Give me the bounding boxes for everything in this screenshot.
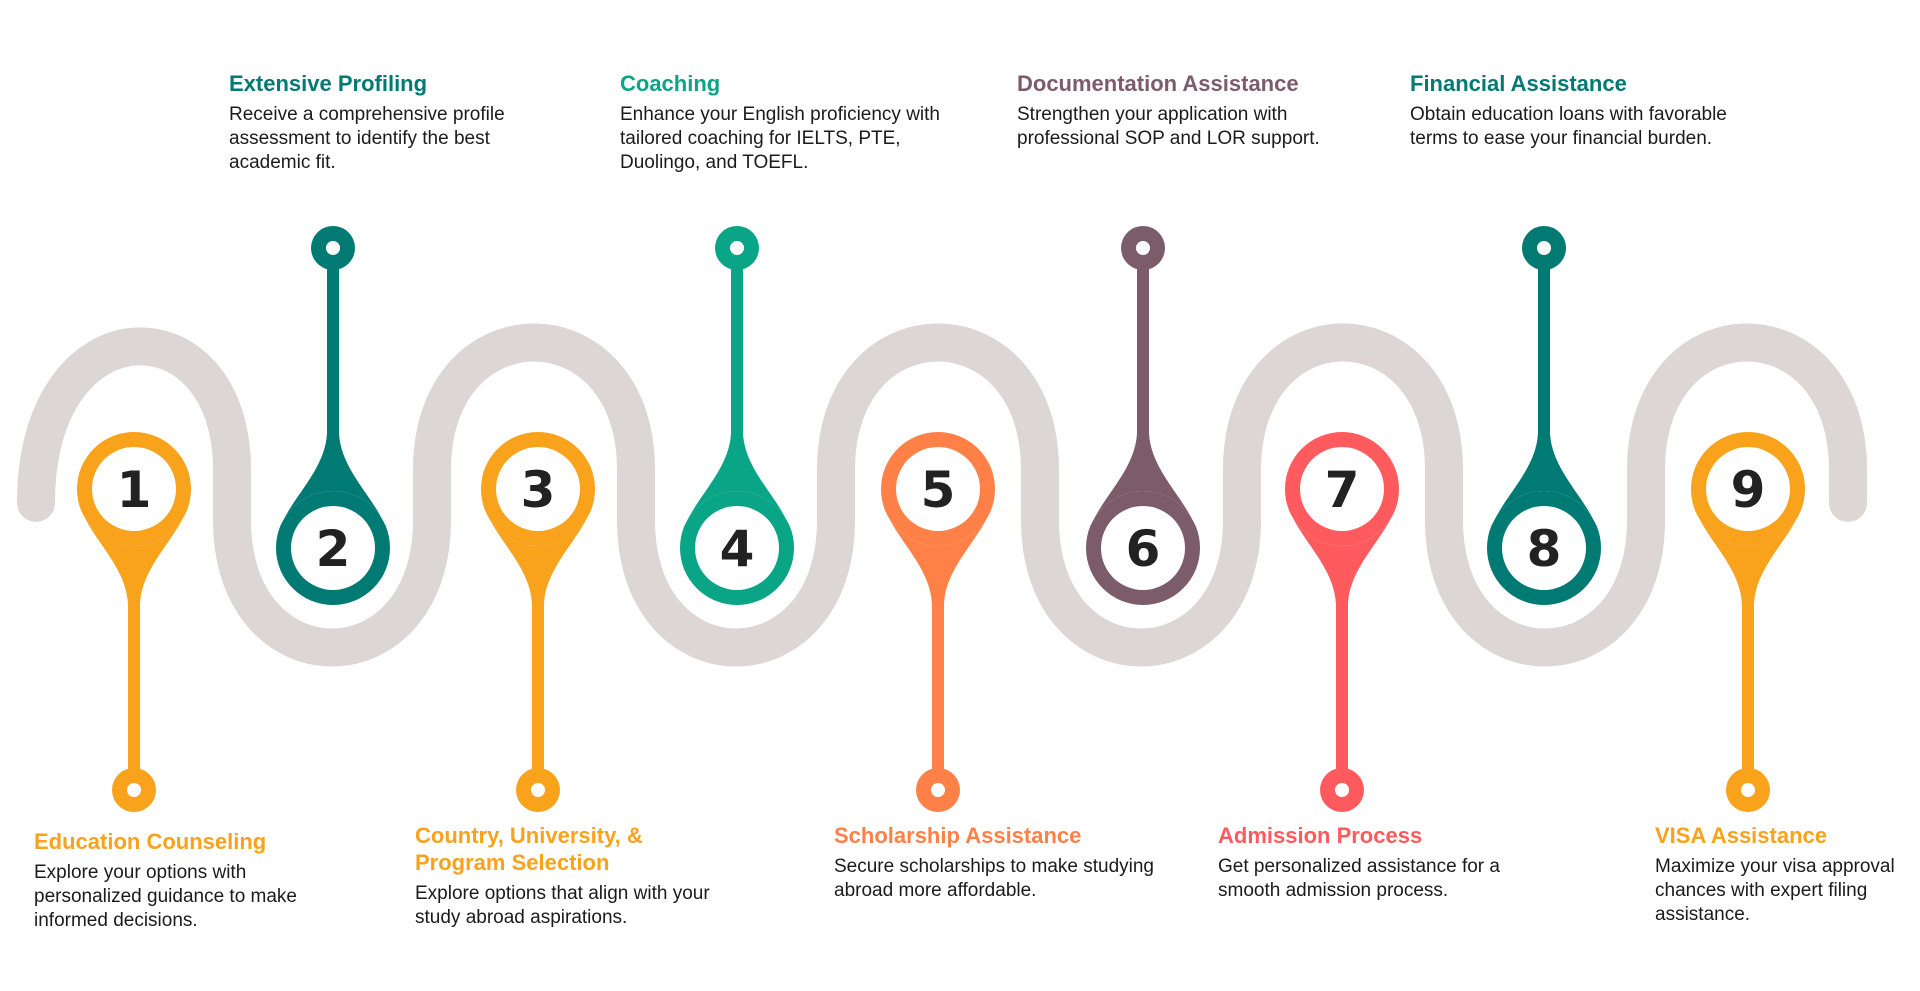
pin-bulb-dot bbox=[531, 783, 545, 797]
pin-body bbox=[276, 268, 390, 548]
pin-body bbox=[77, 489, 191, 770]
step-number: 3 bbox=[521, 461, 556, 519]
pin-body bbox=[1487, 268, 1601, 548]
wavy-track bbox=[17, 323, 1867, 667]
step-number: 7 bbox=[1325, 461, 1360, 519]
step-title: Scholarship Assistance bbox=[834, 823, 1082, 848]
step-number: 1 bbox=[117, 461, 152, 519]
step-number: 6 bbox=[1126, 520, 1161, 578]
step-number: 2 bbox=[316, 520, 351, 578]
step-description: Get personalized assistance for a smooth… bbox=[1218, 856, 1500, 901]
pin-disc bbox=[1706, 447, 1790, 531]
pin-step-1: 1 bbox=[77, 432, 191, 812]
step-title: VISA Assistance bbox=[1655, 823, 1828, 848]
step-description: Explore your options with personalized g… bbox=[34, 862, 298, 931]
pin-body bbox=[881, 489, 995, 770]
step-title: Coaching bbox=[620, 71, 721, 96]
step-title: Financial Assistance bbox=[1410, 71, 1627, 96]
step-description: Maximize your visa approval chances with… bbox=[1655, 856, 1895, 925]
step-number: 5 bbox=[921, 461, 956, 519]
pin-disc bbox=[1101, 506, 1185, 590]
step-description: Obtain education loans with favorable te… bbox=[1410, 104, 1727, 149]
pin-disc bbox=[695, 506, 779, 590]
pin-step-8: 8 bbox=[1487, 226, 1601, 605]
pin-step-3: 3 bbox=[481, 432, 595, 812]
pin-bulb-dot bbox=[1741, 783, 1755, 797]
pin-bulb-dot bbox=[326, 241, 340, 255]
pin-step-5: 5 bbox=[881, 432, 995, 812]
pin-bulb-dot bbox=[931, 783, 945, 797]
step-description: Explore options that align with your stu… bbox=[415, 883, 710, 928]
step-number: 9 bbox=[1731, 461, 1766, 519]
pin-bulb-dot bbox=[1136, 241, 1150, 255]
pin-disc bbox=[496, 447, 580, 531]
pin-bulb-dot bbox=[127, 783, 141, 797]
pin-bulb-dot bbox=[1537, 241, 1551, 255]
pin-body bbox=[1691, 489, 1805, 770]
pin-step-4: 4 bbox=[680, 226, 794, 605]
pin-bulb-dot bbox=[730, 241, 744, 255]
step-title: Documentation Assistance bbox=[1017, 71, 1299, 96]
step-number: 8 bbox=[1527, 520, 1562, 578]
pin-step-2: 2 bbox=[276, 226, 390, 605]
step-description: Enhance your English proficiency with ta… bbox=[620, 104, 941, 173]
pin-step-7: 7 bbox=[1285, 432, 1399, 812]
pin-step-9: 9 bbox=[1691, 432, 1805, 812]
step-description: Strengthen your application with profess… bbox=[1017, 104, 1320, 149]
pin-disc bbox=[896, 447, 980, 531]
pin-body bbox=[481, 489, 595, 770]
pin-disc bbox=[291, 506, 375, 590]
step-description: Secure scholarships to make studying abr… bbox=[834, 856, 1154, 901]
step-title: Education Counseling bbox=[34, 829, 267, 854]
pin-disc bbox=[1300, 447, 1384, 531]
pin-disc bbox=[1502, 506, 1586, 590]
step-title: Country, University, & Program Selection bbox=[415, 823, 643, 875]
step-title: Extensive Profiling bbox=[229, 71, 428, 96]
pin-body bbox=[680, 268, 794, 548]
step-number: 4 bbox=[720, 520, 755, 578]
pin-disc bbox=[92, 447, 176, 531]
step-description: Receive a comprehensive profile assessme… bbox=[229, 104, 505, 173]
step-title: Admission Process bbox=[1218, 823, 1423, 848]
step-pins: 1 2 3 4 5 6 7 8 9 bbox=[77, 226, 1805, 812]
pin-body bbox=[1086, 268, 1200, 548]
pin-step-6: 6 bbox=[1086, 226, 1200, 605]
pin-body bbox=[1285, 489, 1399, 770]
step-text-3: Country, University, & Program Selection… bbox=[415, 822, 715, 930]
pin-bulb-dot bbox=[1335, 783, 1349, 797]
